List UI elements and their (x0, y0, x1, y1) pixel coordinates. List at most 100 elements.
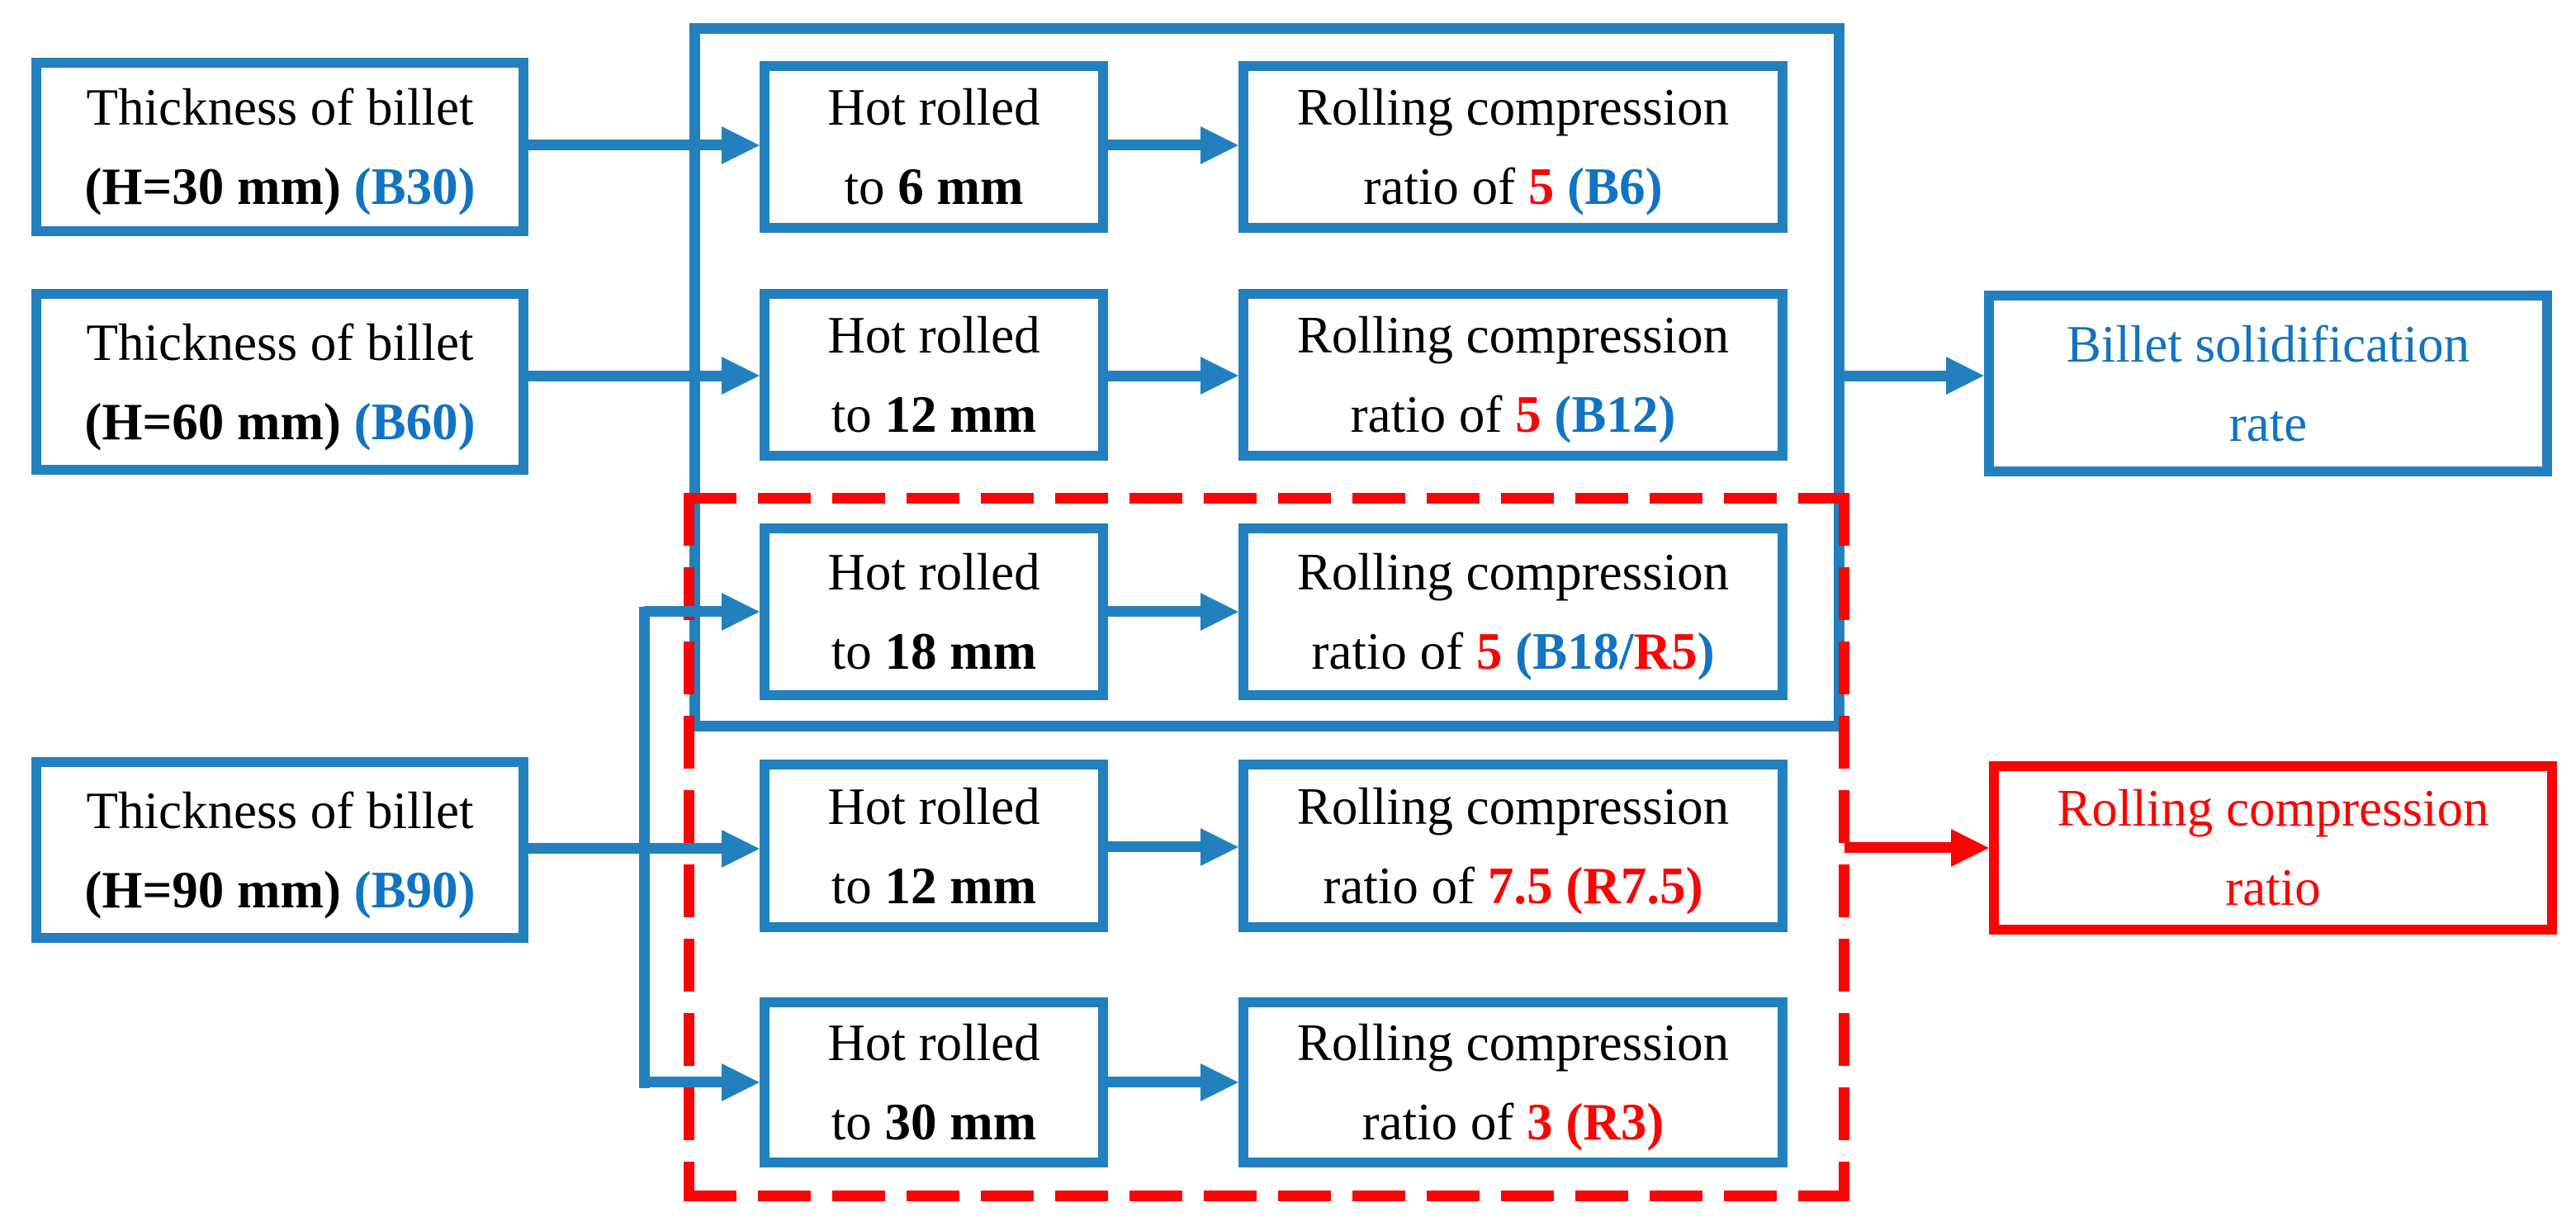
box-line: to 12 mm (831, 375, 1036, 454)
compression-group-dashed-bottom (684, 1191, 1849, 1201)
text-segment: to (831, 623, 885, 680)
box-rolling-compression-ratio: Rolling compression ratio (1989, 761, 2557, 935)
box-compression-ratio-r3: Rolling compression ratio of 3 (R3) (1238, 997, 1788, 1167)
box-compression-ratio-r75: Rolling compression ratio of 7.5 (R7.5) (1238, 760, 1788, 932)
arrow-row1-head (1200, 126, 1238, 164)
box-line: ratio of 5 (B12) (1351, 375, 1676, 454)
arrow-branch-up-head (722, 593, 760, 631)
box-compression-ratio-b12: Rolling compression ratio of 5 (B12) (1238, 289, 1788, 461)
box-line: (H=60 mm) (B60) (84, 382, 475, 462)
text-segment: to (831, 386, 885, 443)
arrow-b30-head (722, 126, 760, 164)
arrow-row2-shaft (1108, 371, 1200, 381)
text-segment: (H=90 mm) (84, 860, 341, 919)
box-line: ratio of 5 (B6) (1363, 147, 1662, 226)
box-line: Rolling compression (1296, 306, 1730, 364)
arrow-row4-head (1200, 828, 1238, 866)
box-line: Hot rolled (827, 777, 1040, 836)
text-segment: (B6) (1567, 158, 1663, 215)
text-segment: ratio of (1361, 1093, 1527, 1151)
box-billet-thickness-30: Thickness of billet (H=30 mm) (B30) (31, 58, 528, 236)
arrow-b60-shaft (528, 371, 723, 381)
text-segment: (H=60 mm) (84, 392, 341, 451)
text-segment: 30 mm (884, 1093, 1037, 1151)
text-segment: to (831, 856, 885, 915)
box-line: Billet solidification (2066, 315, 2470, 373)
text-segment: 12 mm (884, 856, 1037, 915)
box-line: Rolling compression (1296, 78, 1730, 136)
arrow-b90-head (722, 830, 760, 868)
text-segment: 6 mm (897, 158, 1024, 215)
arrow-row5-shaft (1108, 1077, 1200, 1087)
arrow-b30-shaft (528, 140, 723, 150)
text-segment: (B30) (353, 158, 476, 215)
text-segment: ) (1697, 623, 1715, 680)
text-segment: ratio of (1311, 623, 1476, 680)
arrow-branch-down-shaft (644, 1077, 723, 1087)
arrow-row3-shaft (1108, 606, 1200, 617)
box-line: to 6 mm (845, 147, 1024, 226)
box-line: Rolling compression (1296, 1014, 1730, 1072)
text-segment: (B18/ (1515, 623, 1634, 680)
box-line: Hot rolled (827, 543, 1040, 601)
box-line: Thickness of billet (86, 781, 474, 840)
box-line: Thickness of billet (86, 78, 474, 136)
text-segment: (H=30 mm) (84, 158, 341, 215)
box-line: ratio of 7.5 (R7.5) (1323, 846, 1702, 926)
box-line: Hot rolled (827, 306, 1040, 364)
box-line: Rolling compression (1296, 543, 1730, 601)
compression-group-dashed-top (684, 493, 1849, 504)
text-segment: to (831, 1093, 885, 1151)
text-segment: 18 mm (884, 623, 1037, 680)
box-line: Rolling compression (1296, 777, 1730, 836)
text-segment: 3 (R3) (1527, 1093, 1664, 1151)
arrow-b60-head (722, 357, 760, 395)
box-line: (H=90 mm) (B90) (84, 850, 475, 930)
arrow-row1-shaft (1108, 140, 1200, 150)
text-segment: (B60) (353, 392, 476, 451)
box-line: to 30 mm (831, 1082, 1036, 1162)
text-segment: ratio of (1363, 158, 1528, 215)
b90-branch-line (639, 607, 650, 1088)
text-segment: 12 mm (884, 386, 1037, 443)
box-line: ratio of 3 (R3) (1362, 1082, 1664, 1162)
box-compression-ratio-b18-r5: Rolling compression ratio of 5 (B18/R5) (1238, 523, 1788, 700)
text-segment (341, 861, 354, 919)
text-segment (341, 158, 354, 215)
arrow-solidification-shaft (1835, 371, 1946, 381)
arrow-compression-head (1951, 829, 1989, 867)
box-hot-rolled-30mm: Hot rolled to 30 mm (760, 997, 1108, 1167)
box-line: Rolling compression (2057, 779, 2489, 837)
box-hot-rolled-6mm: Hot rolled to 6 mm (760, 61, 1108, 233)
box-line: (H=30 mm) (B30) (84, 147, 475, 226)
arrow-compression-shaft (1844, 842, 1951, 853)
box-billet-thickness-60: Thickness of billet (H=60 mm) (B60) (31, 289, 528, 475)
text-segment (1541, 386, 1555, 443)
arrow-row4-shaft (1108, 841, 1200, 852)
box-line: rate (2228, 394, 2308, 452)
text-segment: 5 (1515, 386, 1541, 443)
box-line: Hot rolled (827, 1014, 1040, 1072)
arrow-b90-shaft (528, 843, 723, 854)
text-segment: R5 (1633, 623, 1698, 680)
text-segment: ratio of (1323, 856, 1488, 915)
box-line: to 18 mm (831, 612, 1036, 691)
arrow-row5-head (1200, 1063, 1238, 1101)
text-segment: to (844, 158, 898, 215)
arrow-solidification-head (1946, 357, 1984, 395)
box-hot-rolled-12mm-r75: Hot rolled to 12 mm (760, 760, 1108, 932)
box-compression-ratio-b6: Rolling compression ratio of 5 (B6) (1238, 61, 1788, 233)
box-line: Thickness of billet (86, 313, 474, 372)
box-hot-rolled-12mm: Hot rolled to 12 mm (760, 289, 1108, 461)
compression-group-dashed-right (1839, 493, 1849, 1201)
box-line: ratio (2225, 859, 2321, 916)
box-line: ratio of 5 (B18/R5) (1311, 612, 1714, 691)
text-segment: 5 (1475, 623, 1503, 680)
arrow-branch-down-head (722, 1063, 760, 1101)
arrow-branch-up-shaft (644, 606, 723, 617)
arrow-row2-head (1200, 357, 1238, 395)
text-segment: 5 (1527, 158, 1555, 215)
box-line: to 12 mm (831, 846, 1036, 926)
text-segment (341, 393, 354, 451)
